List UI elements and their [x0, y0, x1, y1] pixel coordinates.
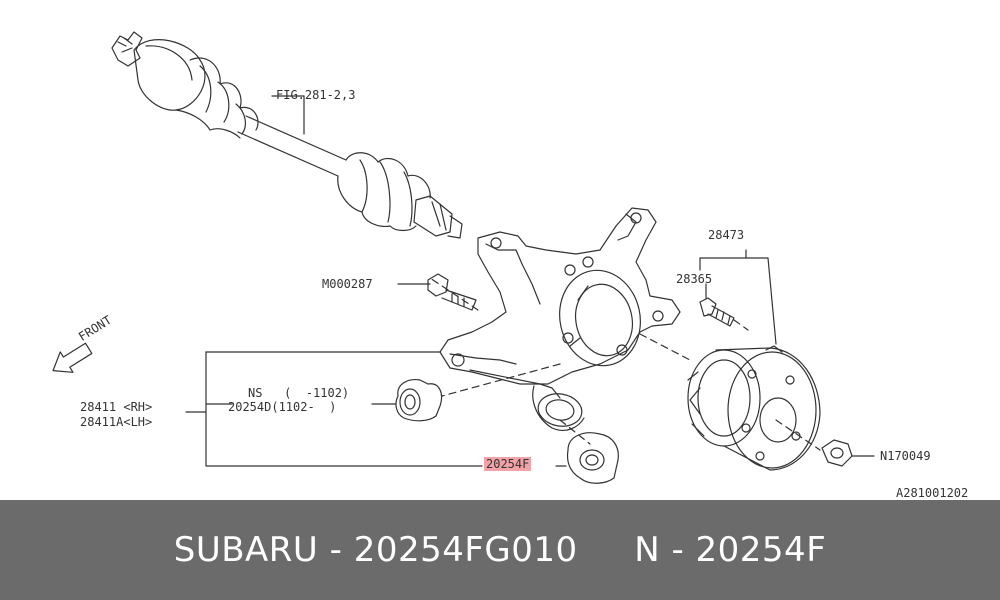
diagram-drawing — [52, 31, 875, 484]
nut-n170049 — [821, 439, 853, 467]
assembly-lines — [429, 277, 821, 451]
knuckle — [439, 207, 681, 399]
parts-diagram: FIG.281-2,3 28473 28365 M000287 FRONT NS… — [52, 31, 969, 500]
bushing-holder — [532, 385, 585, 431]
label-28411-rh: 28411 <RH> — [80, 400, 153, 414]
footer-separator-2: - — [660, 530, 696, 570]
front-arrow — [52, 342, 93, 373]
footer-brand: SUBARU — [173, 530, 319, 570]
footer-ref-number: 20254F — [695, 530, 827, 570]
footer-separator: - — [318, 530, 354, 570]
bushing-20254f — [566, 432, 619, 484]
label-28473: 28473 — [708, 228, 745, 242]
footer-part-number: 20254FG010 — [353, 530, 578, 570]
stud-bolt-28365 — [699, 297, 735, 327]
label-diagram-code: A281001202 — [896, 486, 969, 500]
drive-shaft — [111, 31, 463, 239]
footer-title: SUBARU - 20254FG010 N - 20254F — [0, 500, 1000, 600]
bolt-m000287 — [427, 273, 477, 311]
label-fig-ref: FIG.281-2,3 — [276, 88, 356, 102]
label-m000287: M000287 — [322, 277, 373, 291]
label-28411a-lh: 28411A<LH> — [80, 415, 153, 429]
hub-bearing-28473 — [687, 345, 821, 471]
bushing-20254d — [395, 379, 443, 422]
label-20254d: 20254D(1102- ) — [228, 400, 337, 414]
label-28365: 28365 — [676, 272, 713, 286]
label-n170049: N170049 — [880, 449, 931, 463]
footer-gap — [578, 530, 635, 570]
label-ns-line: NS ( -1102) — [248, 386, 350, 400]
footer-bar: SUBARU - 20254FG010 N - 20254F — [0, 500, 1000, 600]
label-20254f-highlighted[interactable]: 20254F — [484, 457, 532, 471]
footer-ref-letter: N — [634, 530, 661, 570]
